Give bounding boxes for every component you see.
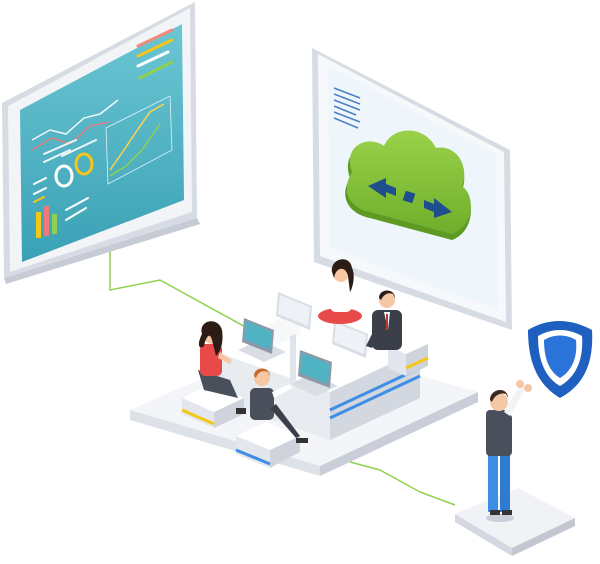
connector-right-person [349, 461, 456, 506]
connector-left-screen [109, 222, 261, 336]
person-platform [455, 488, 575, 556]
person-man-suit [366, 290, 402, 350]
cloud-sync-icon [312, 48, 512, 330]
text-stripes [136, 28, 174, 80]
laptop-front [290, 350, 338, 396]
document-lines-icon [333, 87, 361, 129]
analytics-screen-icon [2, 2, 200, 284]
stool-front [235, 422, 300, 468]
stool-left [181, 384, 244, 428]
bar-chart [36, 206, 57, 238]
person-man-front [250, 368, 308, 443]
laptop-right [332, 320, 368, 358]
person-woman-red [198, 321, 246, 414]
person-woman-desk [318, 259, 362, 324]
shield-icon [528, 321, 593, 398]
standing-person [486, 380, 534, 522]
connector-lines [109, 222, 456, 506]
sync-arrows [368, 178, 452, 218]
laptop-back [276, 292, 312, 330]
laptop-left [238, 318, 286, 362]
